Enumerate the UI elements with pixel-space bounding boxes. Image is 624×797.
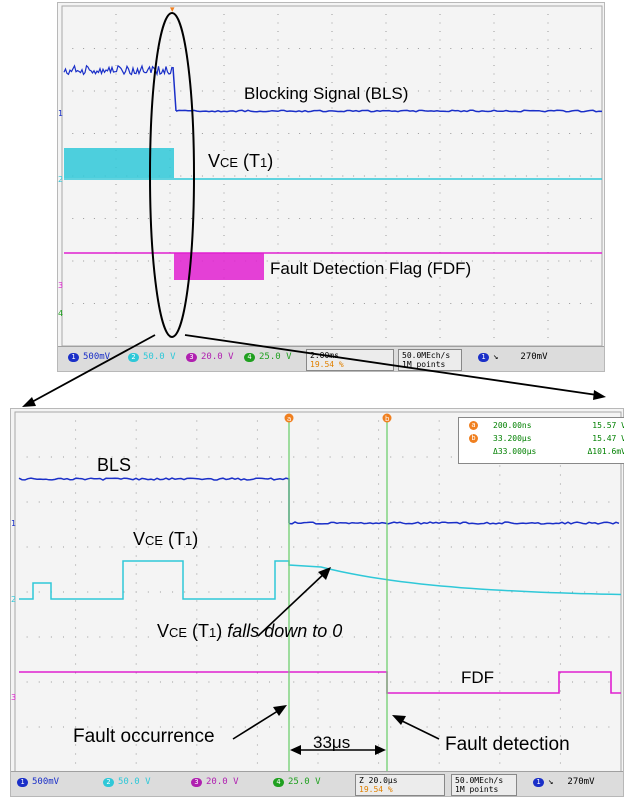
top-vce-switching-block xyxy=(64,148,174,178)
top-status-bar: 1 500mV 2 50.0 V 3 20.0 V 4 25.0 V 2.00m… xyxy=(58,346,604,371)
bottom-ch1-ground-marker: 1 xyxy=(11,519,16,528)
ch3-icon: 3 xyxy=(191,778,202,787)
zoom-arrow-left-head xyxy=(22,397,36,407)
bottom-vce-label: VCE (T1) xyxy=(133,529,198,550)
bottom-trigger-box[interactable]: 1 ↘ 270mV xyxy=(533,777,595,787)
falling-edge-icon: ↘ xyxy=(493,352,498,362)
top-ch4-ground-marker: 4 xyxy=(58,309,63,318)
ch2-icon: 2 xyxy=(128,353,139,362)
bottom-vce-trace xyxy=(19,561,621,599)
top-trigger-marker-icon: ▾ xyxy=(170,4,175,14)
bottom-ch3-scale[interactable]: 3 20.0 V xyxy=(191,777,239,787)
cursor-b-marker-label: b xyxy=(385,415,390,423)
fault-occurrence-label: Fault occurrence xyxy=(73,726,215,748)
measurement-row-delta: Δ33.000μs Δ101.6mV xyxy=(465,447,624,458)
top-waveform-area: ▾ 1 2 3 4 xyxy=(58,3,606,349)
cursor-a-marker-label: a xyxy=(287,415,291,423)
ch3-icon: 3 xyxy=(186,353,197,362)
bottom-fdf-trace xyxy=(19,672,621,693)
bottom-ch4-scale[interactable]: 4 25.0 V xyxy=(273,777,321,787)
bottom-bls-label: BLS xyxy=(97,455,131,476)
ch4-icon: 4 xyxy=(273,778,284,787)
ch4-icon: 4 xyxy=(244,353,255,362)
cursor-measurement-box: a 200.00ns 15.57 V b 33.200μs 15.47 V Δ3… xyxy=(458,417,624,464)
bottom-ch1-scale[interactable]: 1 500mV xyxy=(17,777,59,787)
bottom-ch2-ground-marker: 2 xyxy=(11,595,16,604)
fault-detection-arrow xyxy=(398,719,439,739)
falling-edge-icon: ↘ xyxy=(548,777,553,787)
top-ch3-ground-marker: 3 xyxy=(58,281,63,290)
marker-b-icon: b xyxy=(469,434,478,443)
fault-detection-arrow-head xyxy=(392,715,406,725)
ch2-icon: 2 xyxy=(103,778,114,787)
bottom-timebase-box[interactable]: Z 20.0μs 19.54 % xyxy=(355,774,445,796)
marker-a-icon: a xyxy=(469,421,478,430)
top-bls-label: Blocking Signal (BLS) xyxy=(244,84,408,104)
zoom-arrow-right-head xyxy=(593,390,606,400)
top-fdf-pulse-block xyxy=(174,253,264,280)
top-timebase-box[interactable]: 2.00ms 19.54 % xyxy=(306,349,394,371)
bottom-scope-screen: ab123 a 200.00ns 15.57 V b 33.200μs 15.4… xyxy=(10,408,624,797)
top-trigger-box[interactable]: 1 ↘ 270mV xyxy=(478,352,548,362)
vce-falls-annotation: VCE (T1) falls down to 0 xyxy=(157,621,342,642)
interval-arrow-head-right xyxy=(375,745,386,755)
trigger-source-icon: 1 xyxy=(478,353,489,362)
top-ch2-ground-marker: 2 xyxy=(58,175,63,184)
interval-label: 33μs xyxy=(313,733,350,753)
measurement-row-a: a 200.00ns 15.57 V xyxy=(465,421,624,432)
top-vce-label: VCE (T1) xyxy=(208,151,273,172)
interval-arrow-head-left xyxy=(290,745,301,755)
fault-occurrence-arrow xyxy=(233,709,281,739)
bottom-ch3-ground-marker: 3 xyxy=(11,693,16,702)
top-fdf-label: Fault Detection Flag (FDF) xyxy=(270,259,471,279)
top-ch3-scale[interactable]: 3 20.0 V xyxy=(186,352,234,362)
top-ch1-ground-marker: 1 xyxy=(58,109,63,118)
top-ch4-scale[interactable]: 4 25.0 V xyxy=(244,352,292,362)
top-scope-screen: ▾ 1 2 3 4 Blocking Signal (BLS) VCE (T1) Fau… xyxy=(57,2,605,372)
bottom-bls-trace xyxy=(19,478,619,524)
bottom-status-bar: 1 500mV 2 50.0 V 3 20.0 V 4 25.0 V Z 20.… xyxy=(11,771,623,796)
top-bls-trace-high xyxy=(64,66,172,75)
measurement-row-b: b 33.200μs 15.47 V xyxy=(465,434,624,445)
bottom-acquisition-box[interactable]: 50.0MEch/s 1M points xyxy=(451,774,517,796)
top-ch2-scale[interactable]: 2 50.0 V xyxy=(128,352,176,362)
trigger-source-icon: 1 xyxy=(533,778,544,787)
ch1-icon: 1 xyxy=(17,778,28,787)
ch1-icon: 1 xyxy=(68,353,79,362)
top-ch1-scale[interactable]: 1 500mV xyxy=(68,352,110,362)
bottom-ch2-scale[interactable]: 2 50.0 V xyxy=(103,777,151,787)
fault-occurrence-arrow-head xyxy=(273,705,287,716)
top-acquisition-box[interactable]: 50.0MEch/s 1M points xyxy=(398,349,462,371)
bottom-fdf-label: FDF xyxy=(461,668,494,688)
fault-detection-label: Fault detection xyxy=(445,734,570,756)
